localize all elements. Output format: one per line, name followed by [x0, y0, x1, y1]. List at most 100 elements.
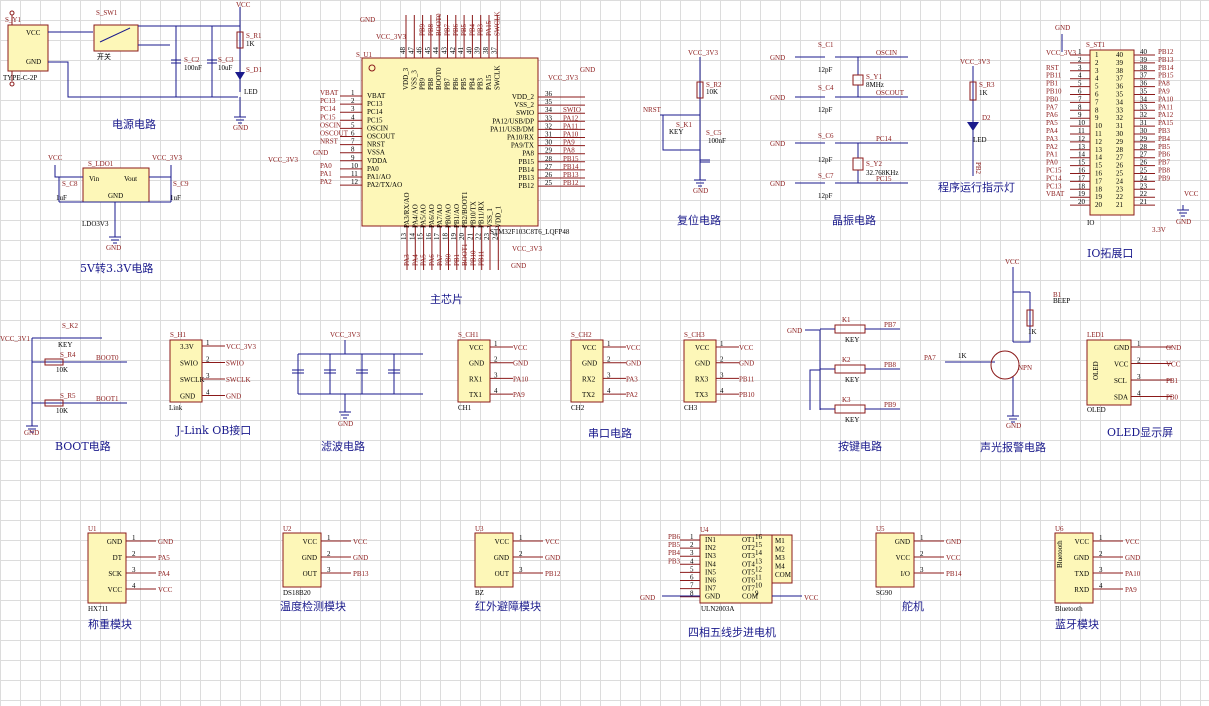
io-pin-number: 40 [1140, 48, 1148, 56]
u3-ref: U3 [475, 525, 484, 533]
uln-pin-number: 7 [690, 582, 694, 590]
mcu-pin-number: 35 [545, 98, 553, 106]
mcu-net-label: PA12 [563, 114, 579, 122]
svg-text:S_H1: S_H1 [170, 331, 186, 339]
io-pin-number: 38 [1116, 67, 1124, 75]
oled-pin-label: SDA [1114, 394, 1128, 402]
svg-text:100nF: 100nF [184, 64, 202, 72]
io-pin-number: 13 [1095, 146, 1103, 154]
io-pin-number: 35 [1140, 88, 1148, 96]
io-pin-number: 13 [1078, 143, 1086, 151]
motor-pin-label: M1 [775, 537, 785, 545]
mcu-pin-number: 46 [416, 47, 424, 55]
title-scale: 称重模块 [88, 617, 132, 631]
u3-pin-label: VCC [495, 538, 510, 546]
io-pin-number: 22 [1140, 190, 1148, 198]
io-net-label: PA5 [1046, 119, 1058, 127]
io-pin-number: 25 [1140, 167, 1148, 175]
mcu-pin-label: OSCOUT [367, 133, 396, 141]
mcu-pin-label: VDDA [367, 157, 387, 165]
mcu-pin-number: 37 [490, 47, 498, 55]
mcu-pin-label: BOOT0 [435, 67, 443, 90]
svg-text:GND: GND [770, 94, 785, 102]
io-pin-number: 35 [1116, 91, 1124, 99]
u2-pin-label: OUT [303, 570, 318, 578]
svg-text:GND: GND [1055, 24, 1070, 32]
mcu-pin-number: 23 [483, 233, 491, 241]
u1-net-label: VCC [158, 586, 173, 594]
oled-body [1086, 339, 1132, 406]
u1-pin-label: GND [107, 538, 122, 546]
mcu-pin-number: 1 [351, 89, 355, 97]
u2-ref: U2 [283, 525, 292, 533]
mcu-pin-label: PA12/USB/DP [492, 117, 534, 125]
uln-pin-number: 15 [755, 541, 763, 549]
svg-text:VCC_3V3: VCC_3V3 [548, 74, 578, 82]
serial-net-label: VCC [739, 344, 754, 352]
svg-text:Link: Link [169, 404, 183, 412]
svg-text:VCC_3V3: VCC_3V3 [1046, 49, 1076, 57]
u6-net-label: GND [1125, 554, 1140, 562]
ldo-circuit: Vin Vout GND S_LDO1 LDO3V3 VCC VCC_3V3 S… [48, 154, 189, 252]
uln-pin-number: 13 [755, 557, 763, 565]
u6-module-body [1054, 532, 1094, 604]
io-pin-number: 10 [1078, 119, 1086, 127]
mcu-pin-number: 22 [475, 233, 483, 241]
svg-text:VCC: VCC [804, 594, 819, 602]
svg-text:TYPE-C-2P: TYPE-C-2P [3, 74, 37, 82]
svg-text:GND: GND [338, 420, 353, 428]
io-pin-number: 32 [1140, 111, 1148, 119]
svg-text:S_C9: S_C9 [173, 180, 189, 188]
svg-text:NRST: NRST [643, 106, 662, 114]
uln-input-label: IN2 [705, 544, 716, 552]
svg-text:12pF: 12pF [818, 156, 833, 164]
io-pin-number: 11 [1078, 127, 1085, 135]
svg-text:VCC_3V3: VCC_3V3 [376, 33, 406, 41]
svg-text:IO: IO [1087, 219, 1094, 227]
mcu-pin-number: 3 [351, 105, 355, 113]
io-header-body [1089, 49, 1135, 216]
jlink-net-label: VCC_3V3 [226, 343, 256, 351]
svg-text:STM32F103C8T6_LQFP48: STM32F103C8T6_LQFP48 [490, 228, 570, 236]
uln-pin-number: 2 [690, 541, 694, 549]
uln-input-label: IN5 [705, 568, 716, 576]
title-boot: BOOT电路 [55, 440, 111, 453]
mcu-pin-label: PB4 [468, 77, 476, 90]
io-pin-number: 22 [1116, 193, 1124, 201]
mcu-pin-number: 40 [465, 47, 473, 55]
uln-input-label: GND [705, 593, 720, 601]
u2-net-label: PB13 [353, 570, 369, 578]
svg-text:S_Y2: S_Y2 [866, 160, 882, 168]
svg-text:VCC: VCC [48, 154, 63, 162]
jlink-pin-number: 4 [206, 389, 210, 397]
io-net-label: PB12 [1158, 48, 1174, 56]
mcu-net-label: PA1 [320, 170, 332, 178]
u5-part: SG90 [876, 589, 892, 597]
u6-inner-label: Bluetooth [1056, 540, 1064, 568]
mcu-pin-label: PB7 [444, 77, 452, 90]
jlink-pin-label: 3.3V [180, 343, 194, 351]
serial-pin-number: 1 [494, 340, 498, 348]
mcu-pin-label: PB14 [518, 166, 534, 174]
io-pin-number: 2 [1078, 56, 1082, 64]
jlink-pin-number: 1 [206, 339, 210, 347]
motor-pin-label: M3 [775, 554, 785, 562]
u1-net-label: PA5 [158, 554, 170, 562]
u5-pin-number: 2 [920, 550, 924, 558]
mcu-pin-number: 36 [545, 90, 553, 98]
io-pin-number: 23 [1140, 182, 1148, 190]
mcu-pin-label: VBAT [367, 92, 386, 100]
svg-text:VCC_3V3: VCC_3V3 [330, 331, 360, 339]
u3-part: BZ [475, 589, 484, 597]
title-filter: 滤波电路 [321, 440, 365, 453]
mcu-pin-number: 4 [351, 113, 355, 121]
svg-text:1K: 1K [1028, 328, 1037, 336]
io-pin-number: 34 [1116, 98, 1124, 106]
svg-text:S_C5: S_C5 [706, 129, 722, 137]
io-net-label: PA1 [1046, 151, 1058, 159]
svg-text:1K: 1K [979, 89, 988, 97]
mcu-pin-number: 43 [441, 47, 449, 55]
